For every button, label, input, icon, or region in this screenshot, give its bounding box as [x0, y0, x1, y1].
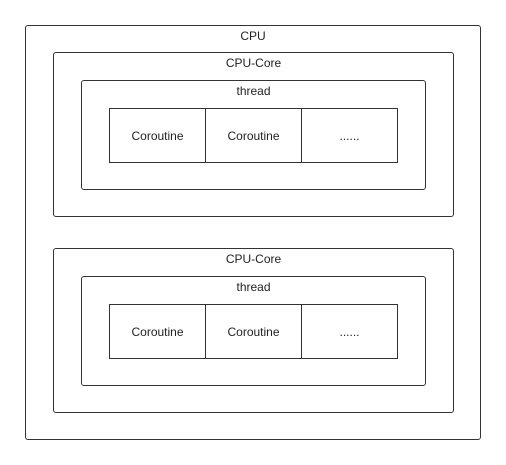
coroutine-cell: Coroutine	[131, 128, 184, 143]
coroutine-row-2: Coroutine Coroutine ......	[109, 304, 398, 359]
cpu-label: CPU	[240, 29, 266, 43]
cpu-core-label-2: CPU-Core	[225, 252, 282, 266]
cpu-box: CPU CPU-Core thread Coroutine Coroutine …	[25, 25, 481, 440]
thread-label-1: thread	[236, 84, 271, 98]
ellipsis-cell: ......	[301, 305, 397, 358]
coroutine-cell: Coroutine	[205, 305, 301, 358]
ellipsis-cell: ......	[301, 109, 397, 162]
thread-box-2: thread Coroutine Coroutine ......	[81, 276, 426, 386]
thread-label-2: thread	[236, 280, 271, 294]
thread-box-1: thread Coroutine Coroutine ......	[81, 80, 426, 190]
cpu-core-box-1: CPU-Core thread Coroutine Coroutine ....…	[53, 52, 454, 217]
coroutine-row-1: Coroutine Coroutine ......	[109, 108, 398, 163]
cpu-core-label-1: CPU-Core	[225, 56, 282, 70]
cpu-core-box-2: CPU-Core thread Coroutine Coroutine ....…	[53, 248, 454, 413]
coroutine-cell: Coroutine	[205, 109, 301, 162]
coroutine-cell: Coroutine	[131, 324, 184, 339]
